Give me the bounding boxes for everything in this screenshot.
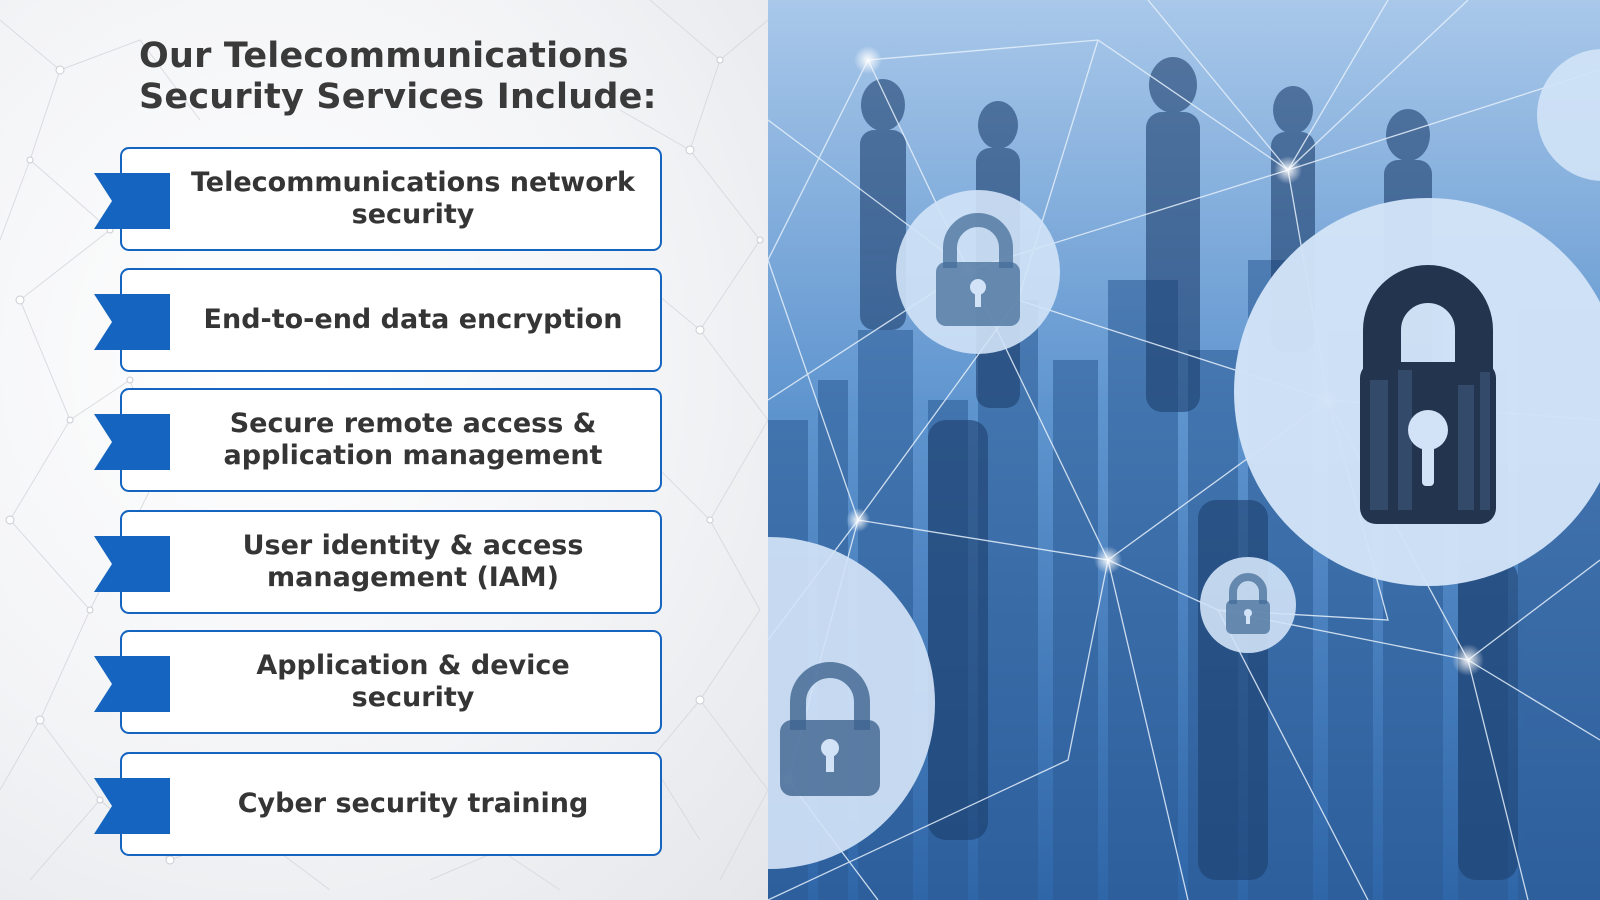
page-title: Our Telecommunications Security Services… (139, 36, 699, 118)
service-card-data-encryption: End-to-end data encryption (94, 268, 662, 372)
padlock-icon (1234, 198, 1600, 586)
service-label: Secure remote access &application manage… (223, 408, 603, 471)
ribbon-icon (94, 294, 170, 350)
security-illustration (768, 0, 1600, 900)
ribbon-icon (94, 656, 170, 712)
ribbon-icon (94, 173, 170, 229)
ribbon-icon (94, 778, 170, 834)
padlock-icon (1537, 49, 1600, 181)
page-title-line2: Security Services Include: (139, 77, 657, 117)
service-label: Cyber security training (237, 788, 589, 819)
padlock-icon (768, 537, 935, 869)
padlock-icon (1200, 557, 1296, 653)
padlock-icon (896, 190, 1060, 354)
service-label: End-to-end data encryption (203, 304, 623, 335)
service-card-training: Cyber security training (94, 752, 662, 856)
service-card-remote-access: Secure remote access &application manage… (94, 388, 662, 492)
ribbon-icon (94, 536, 170, 592)
services-panel: Our Telecommunications Security Services… (0, 0, 768, 900)
ribbon-icon (94, 414, 170, 470)
page-title-line1: Our Telecommunications (139, 36, 629, 76)
security-illustration-art (768, 0, 1600, 900)
